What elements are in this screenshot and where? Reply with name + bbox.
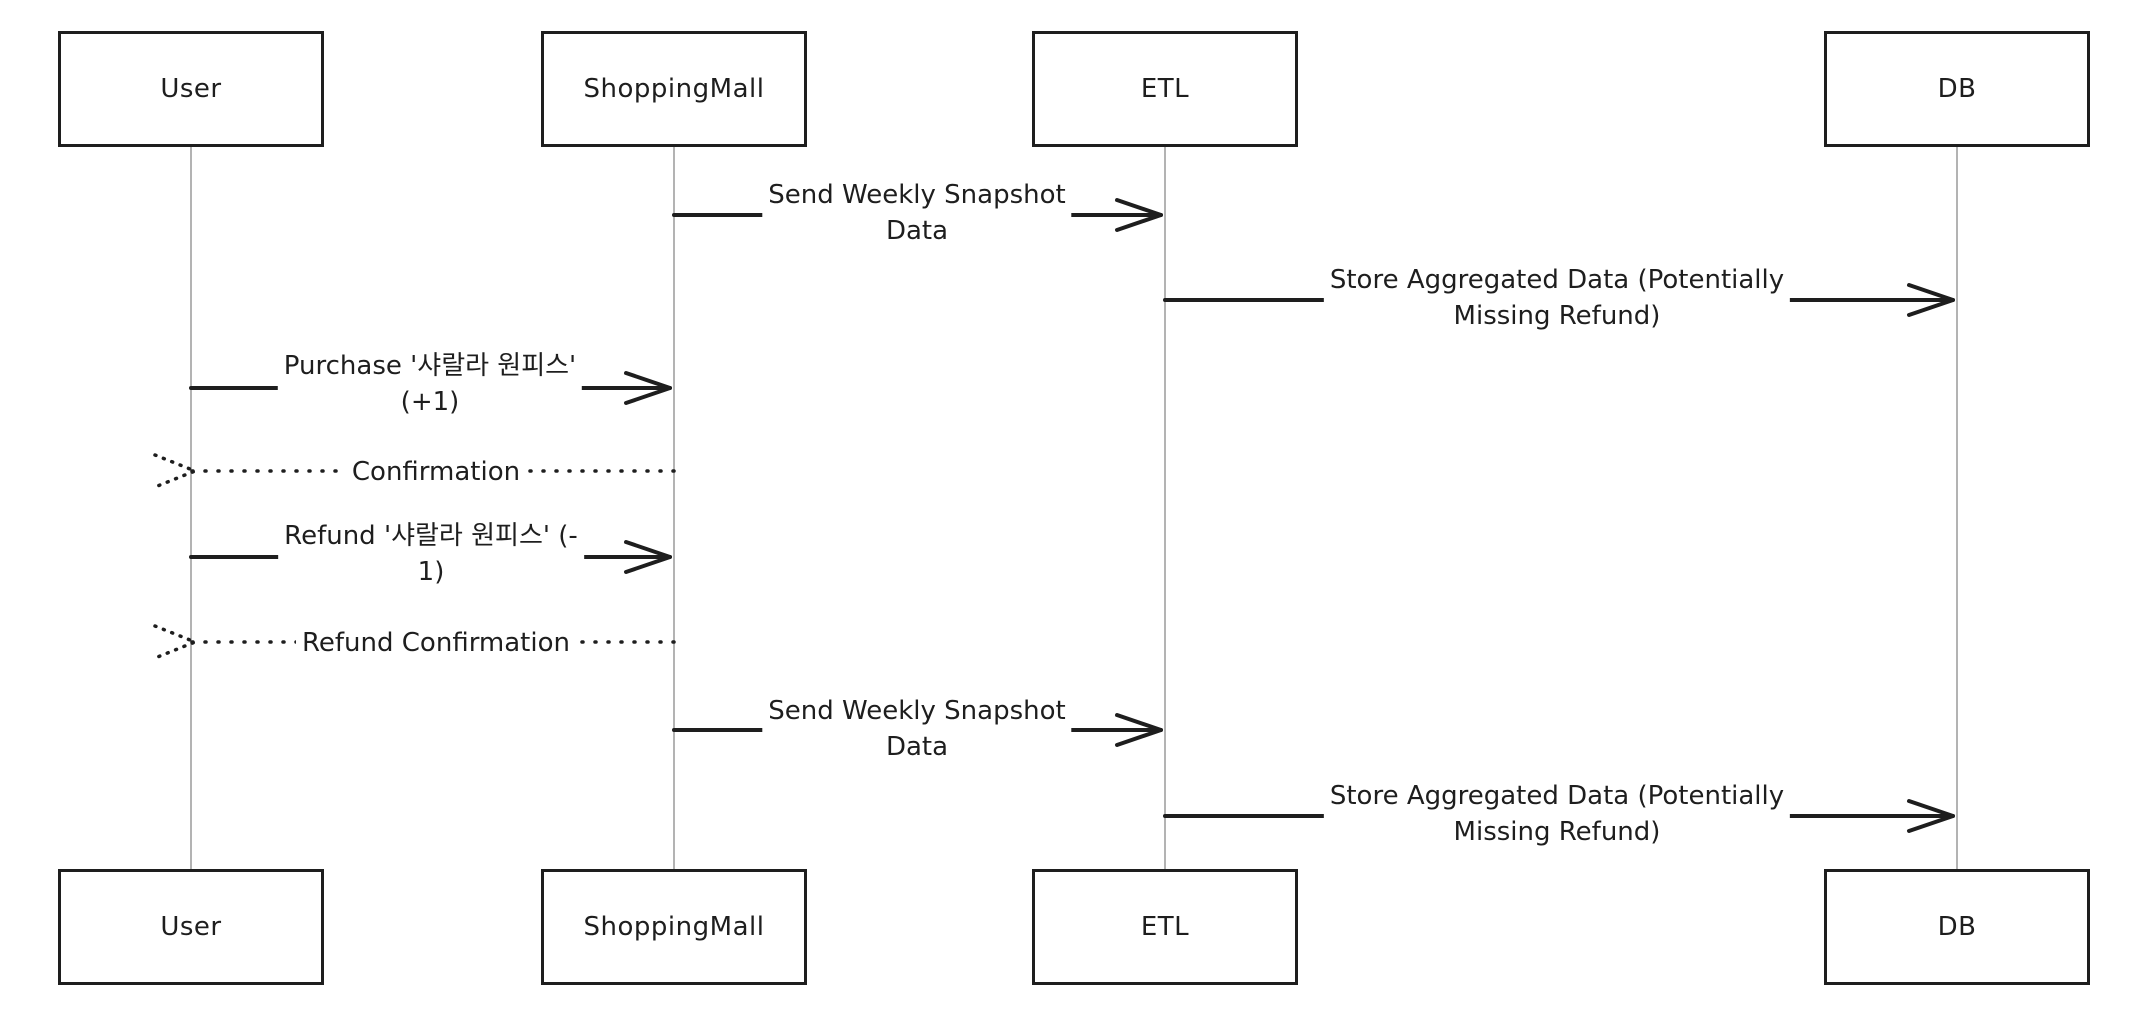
message-label-send-weekly-snapshot-2: Send Weekly Snapshot Data	[762, 693, 1072, 765]
message-label-line: Data	[885, 732, 949, 762]
message-label-line: Send Weekly Snapshot	[768, 696, 1066, 726]
actor-box-user-bottom: User	[58, 869, 324, 985]
actor-label: ETL	[1140, 74, 1190, 104]
message-label-line: Confirmation	[351, 457, 521, 487]
message-label-confirmation: Confirmation	[345, 454, 527, 490]
message-arrowhead	[624, 371, 672, 405]
actor-box-etl-top: ETL	[1032, 31, 1298, 147]
message-label-line: (+1)	[400, 387, 460, 417]
message-arrowhead	[1115, 713, 1163, 747]
message-label-line: Purchase '샤랄라 원피스'	[283, 351, 577, 381]
actor-label: User	[160, 912, 222, 942]
message-arrowhead	[1115, 198, 1163, 232]
actor-label: DB	[1937, 74, 1977, 104]
actor-box-user-top: User	[58, 31, 324, 147]
message-label-store-aggregated-1: Store Aggregated Data (Potentially Missi…	[1323, 262, 1791, 334]
actor-box-etl-bottom: ETL	[1032, 869, 1298, 985]
actor-box-shoppingmall-bottom: ShoppingMall	[541, 869, 807, 985]
message-arrowhead	[1907, 283, 1955, 317]
message-label-line: Send Weekly Snapshot	[768, 180, 1066, 210]
actor-label: User	[160, 74, 222, 104]
message-label-line: Refund Confirmation	[302, 628, 570, 658]
message-label-refund-confirmation: Refund Confirmation	[296, 625, 576, 661]
message-label-purchase: Purchase '샤랄라 원피스' (+1)	[277, 348, 583, 420]
actor-label: ShoppingMall	[583, 912, 765, 942]
message-arrowhead	[624, 540, 672, 574]
message-arrowhead	[153, 453, 200, 489]
actor-label: ShoppingMall	[583, 74, 765, 104]
message-label-line: Refund '샤랄라 원피스' (-	[284, 521, 578, 551]
actor-label: DB	[1937, 912, 1977, 942]
message-label-line: Data	[885, 216, 949, 246]
message-label-line: Store Aggregated Data (Potentially	[1329, 781, 1785, 811]
message-label-send-weekly-snapshot-1: Send Weekly Snapshot Data	[762, 177, 1072, 249]
message-label-refund: Refund '샤랄라 원피스' (- 1)	[278, 518, 584, 590]
actor-box-db-top: DB	[1824, 31, 2090, 147]
message-label-line: Missing Refund)	[1453, 301, 1661, 331]
actor-label: ETL	[1140, 912, 1190, 942]
message-arrowhead	[153, 624, 200, 660]
message-label-line: 1)	[417, 557, 445, 587]
message-label-store-aggregated-2: Store Aggregated Data (Potentially Missi…	[1323, 778, 1791, 850]
message-label-line: Store Aggregated Data (Potentially	[1329, 265, 1785, 295]
actor-box-db-bottom: DB	[1824, 869, 2090, 985]
message-arrowhead	[1907, 799, 1955, 833]
actor-box-shoppingmall-top: ShoppingMall	[541, 31, 807, 147]
message-label-line: Missing Refund)	[1453, 817, 1661, 847]
